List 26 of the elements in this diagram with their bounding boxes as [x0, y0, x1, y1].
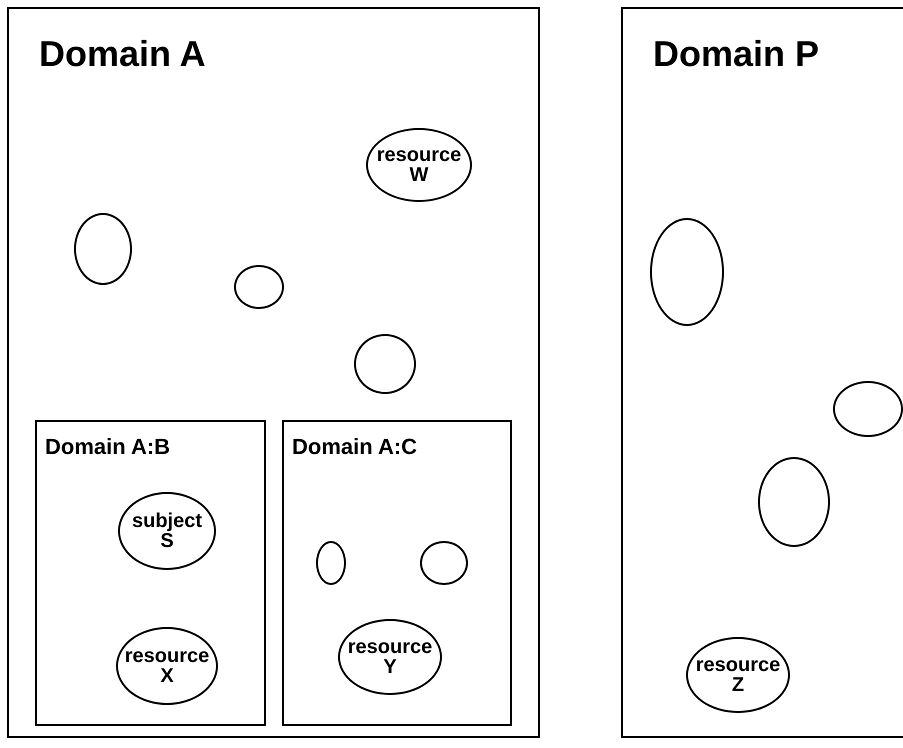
empty-ellipse	[234, 265, 284, 309]
resource-ellipse	[366, 128, 472, 202]
empty-ellipse	[420, 541, 468, 585]
domain-box	[282, 420, 512, 726]
domain-box	[35, 420, 266, 726]
domain-box	[7, 7, 540, 738]
empty-ellipse	[316, 541, 346, 585]
ellipse-label: resource Y	[346, 637, 434, 677]
resource-ellipse	[338, 619, 442, 695]
ellipse-label: resource Z	[694, 655, 782, 695]
domain-heading: Domain A	[39, 33, 206, 75]
empty-ellipse	[650, 218, 724, 326]
resource-ellipse	[686, 637, 790, 713]
domain-heading: Domain A:C	[292, 434, 418, 460]
empty-ellipse	[74, 213, 132, 285]
ellipse-label: subject S	[130, 511, 204, 551]
ellipse-label: resource X	[124, 646, 210, 686]
resource-ellipse	[116, 627, 218, 705]
domain-box	[621, 7, 903, 738]
empty-ellipse	[758, 457, 830, 547]
resource-ellipse	[118, 492, 216, 570]
domain-heading: Domain A:B	[45, 434, 170, 460]
empty-ellipse	[833, 381, 903, 437]
ellipse-label: resource W	[376, 145, 462, 185]
empty-ellipse	[354, 334, 416, 394]
domain-heading: Domain P	[653, 33, 820, 75]
